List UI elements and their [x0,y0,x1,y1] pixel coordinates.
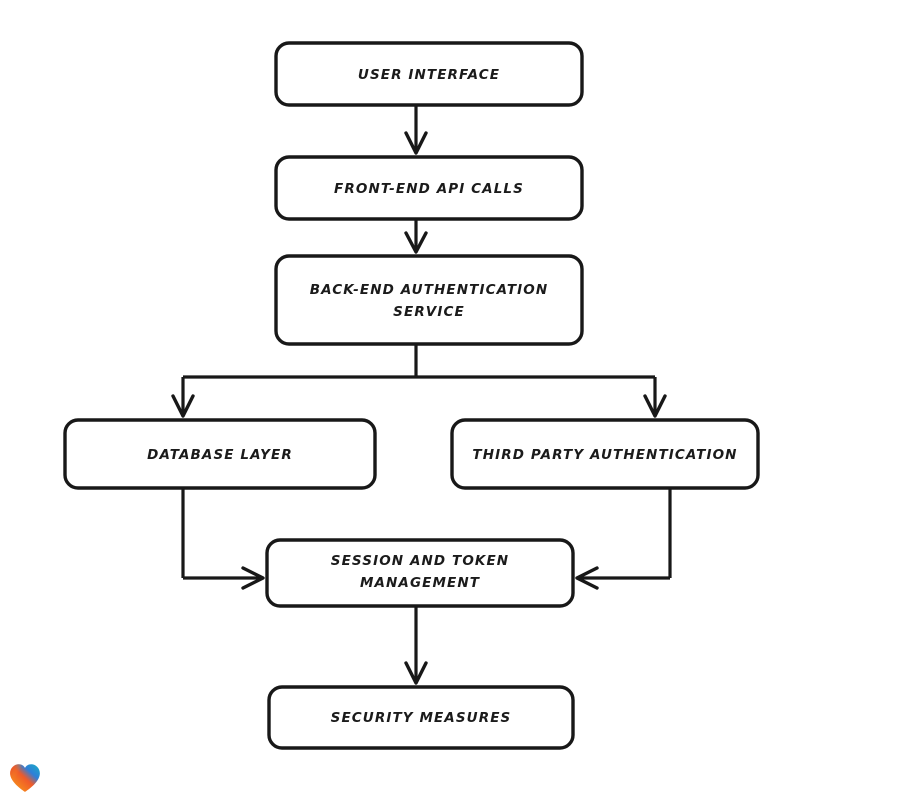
node-security-measures[interactable]: SECURITY MEASURES [267,685,575,750]
node-label-front-end-api-calls: FRONT-END API CALLS [334,181,524,197]
node-label-back-end-authentication-service-line1: BACK-END AUTHENTICATION [310,282,549,298]
edge-front-end-api-calls-to-back-end-authentication-service [404,219,428,254]
node-front-end-api-calls[interactable]: FRONT-END API CALLS [274,155,584,221]
edge-database-layer-to-session-and-token-management [181,488,265,590]
edge-third-party-authentication-to-session-and-token-management [575,488,672,590]
heart-icon [10,764,40,792]
node-label-user-interface: USER INTERFACE [358,67,500,83]
node-label-back-end-authentication-service-line2: SERVICE [393,304,465,320]
node-third-party-authentication[interactable]: THIRD PARTY AUTHENTICATION [450,418,760,490]
node-user-interface[interactable]: USER INTERFACE [274,41,584,107]
node-label-third-party-authentication: THIRD PARTY AUTHENTICATION [472,447,737,463]
edge-back-end-authentication-service-split [171,344,667,418]
node-label-security-measures: SECURITY MEASURES [331,710,512,726]
node-label-database-layer: DATABASE LAYER [147,447,293,463]
node-session-and-token-management[interactable]: SESSION AND TOKEN MANAGEMENT [265,538,575,608]
node-label-session-and-token-management-line2: MANAGEMENT [360,575,481,591]
node-back-end-authentication-service[interactable]: BACK-END AUTHENTICATION SERVICE [274,254,584,346]
edge-session-and-token-management-to-security-measures [404,606,428,685]
node-label-session-and-token-management-line1: SESSION AND TOKEN [331,553,509,569]
edge-user-interface-to-front-end-api-calls [404,105,428,155]
node-database-layer[interactable]: DATABASE LAYER [63,418,377,490]
